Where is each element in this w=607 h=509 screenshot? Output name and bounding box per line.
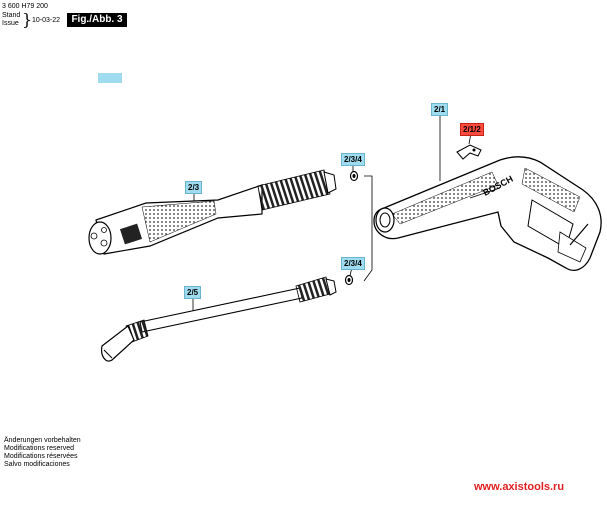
- callout-seal-top: 2/3/4: [341, 153, 365, 166]
- callout-seal-bottom: 2/3/4: [341, 257, 365, 270]
- stand-label: Stand: [2, 12, 21, 19]
- notice-line-fr: Modifications réservées: [4, 453, 78, 460]
- callout-spray-lance: 2/5: [184, 286, 202, 299]
- spray-lance-part: [101, 276, 337, 362]
- gun-handle-part: [373, 156, 602, 271]
- figure-label: Fig./Abb. 3: [67, 13, 127, 27]
- notice-line-es: Salvo modificaciones: [4, 461, 70, 468]
- part-number: 3 600 H79 200: [2, 3, 48, 10]
- callout-gun: 2/1: [431, 103, 449, 116]
- website-link[interactable]: www.axistools.ru: [474, 481, 565, 493]
- issue-label: Issue: [2, 20, 19, 27]
- modifications-notice: Änderungen vorbehalten Modifications res…: [4, 437, 81, 469]
- header-brace: }: [22, 10, 33, 29]
- callout-clip: 2/1/2: [460, 123, 484, 136]
- notice-line-en: Modifications reserved: [4, 445, 75, 452]
- clip-part: [456, 144, 482, 160]
- seal-top-part: [349, 170, 359, 182]
- seal-bottom-part: [344, 274, 354, 286]
- lance-part: [88, 169, 337, 255]
- notice-line-de: Änderungen vorbehalten: [4, 437, 81, 444]
- callout-lance: 2/3: [185, 181, 203, 194]
- issue-date: 10-03-22: [32, 17, 61, 24]
- highlight-marker: [98, 73, 122, 83]
